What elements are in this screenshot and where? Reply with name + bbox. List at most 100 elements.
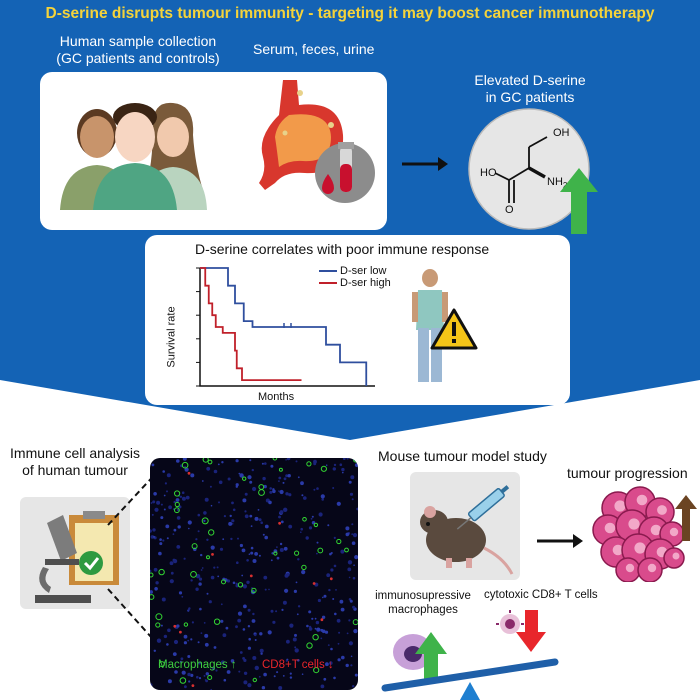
nucleus-dot bbox=[321, 629, 326, 634]
nucleus-dot bbox=[160, 624, 163, 627]
nucleus-dot bbox=[163, 508, 166, 511]
nucleus-dot bbox=[320, 494, 325, 499]
macrophage-dot bbox=[313, 522, 319, 528]
nucleus-dot bbox=[235, 483, 239, 487]
nucleus-dot bbox=[176, 516, 181, 520]
fluorescence-cells bbox=[150, 458, 358, 690]
nucleus-dot bbox=[195, 574, 201, 579]
nucleus-dot bbox=[242, 498, 247, 503]
nucleus-dot bbox=[203, 511, 207, 515]
balance-scale-icon bbox=[381, 610, 559, 700]
nucleus-dot bbox=[150, 569, 152, 573]
nucleus-dot bbox=[261, 686, 266, 690]
nucleus-dot bbox=[250, 525, 253, 527]
macrophage-dot bbox=[278, 467, 283, 472]
nucleus-dot bbox=[230, 659, 235, 663]
nucleus-dot bbox=[281, 608, 284, 611]
nucleus-dot bbox=[333, 463, 337, 467]
nucleus-dot bbox=[206, 592, 209, 595]
increase-arrow-icon bbox=[560, 168, 598, 234]
nucleus-dot bbox=[188, 527, 190, 530]
nucleus-dot bbox=[190, 473, 195, 478]
macrophage-dot bbox=[150, 572, 154, 578]
macrophages-label: Macrophages ↑ bbox=[158, 659, 237, 671]
nucleus-dot bbox=[151, 463, 155, 467]
nucleus-dot bbox=[272, 488, 275, 491]
nucleus-dot bbox=[339, 599, 344, 604]
nucleus-dot bbox=[323, 677, 327, 681]
nucleus-dot bbox=[184, 465, 186, 468]
macrophage-dot bbox=[207, 675, 213, 680]
tumour-nucleus bbox=[614, 500, 626, 512]
nucleus-dot bbox=[165, 524, 170, 529]
nucleus-dot bbox=[239, 543, 243, 548]
nucleus-dot bbox=[158, 551, 162, 556]
mouse-model-heading: Mouse tumour model study bbox=[378, 448, 547, 464]
nucleus-dot bbox=[152, 528, 156, 532]
tcell-virus-icon bbox=[496, 610, 524, 634]
nucleus-dot bbox=[271, 552, 274, 555]
macrophage-dot bbox=[190, 571, 197, 578]
nucleus-dot bbox=[254, 665, 259, 671]
macrophage-dot bbox=[150, 594, 155, 600]
nucleus-dot bbox=[259, 648, 264, 653]
nucleus-dot bbox=[311, 617, 314, 620]
nucleus-dot bbox=[248, 637, 251, 641]
cd8-dot bbox=[179, 630, 182, 634]
cd8-dot bbox=[278, 521, 281, 525]
nucleus-dot bbox=[270, 464, 274, 468]
nucleus-dot bbox=[183, 634, 188, 639]
nucleus-dot bbox=[172, 558, 176, 562]
nucleus-dot bbox=[220, 619, 224, 623]
legend-item-high: D-ser high bbox=[340, 277, 391, 289]
nucleus-dot bbox=[282, 600, 287, 605]
macrophage-dot bbox=[155, 622, 161, 628]
macrophage-dot bbox=[191, 543, 198, 550]
nucleus-dot bbox=[166, 490, 168, 493]
macrophage-balance-label: immunosupressive macrophages bbox=[375, 590, 471, 616]
nucleus-dot bbox=[247, 683, 252, 688]
nucleus-dot bbox=[282, 675, 285, 677]
nucleus-dot bbox=[330, 647, 333, 651]
nucleus-dot bbox=[352, 533, 358, 538]
nucleus-dot bbox=[335, 589, 337, 591]
nucleus-dot bbox=[163, 634, 168, 639]
nucleus-dot bbox=[247, 608, 251, 612]
nucleus-dot bbox=[254, 516, 259, 521]
nucleus-dot bbox=[258, 675, 261, 678]
nucleus-dot bbox=[196, 675, 199, 679]
nucleus-dot bbox=[257, 509, 260, 511]
nucleus-dot bbox=[174, 670, 178, 674]
nucleus-dot bbox=[232, 508, 236, 512]
nucleus-dot bbox=[263, 672, 267, 677]
nucleus-dot bbox=[354, 463, 358, 467]
macrophage-dot bbox=[183, 622, 189, 627]
macrophage-dot bbox=[252, 677, 258, 683]
nucleus-dot bbox=[351, 498, 354, 501]
tumour-nucleus bbox=[612, 544, 624, 556]
nucleus-dot bbox=[316, 487, 319, 490]
nucleus-dot bbox=[187, 520, 192, 525]
nucleus-dot bbox=[287, 474, 291, 478]
nucleus-dot bbox=[305, 536, 309, 540]
nucleus-dot bbox=[173, 500, 176, 504]
tcell-down-arrow-icon bbox=[516, 610, 546, 652]
nucleus-dot bbox=[345, 663, 349, 668]
nucleus-dot bbox=[200, 632, 203, 634]
nucleus-dot bbox=[301, 570, 306, 575]
molecule-ho-label: HO bbox=[480, 167, 497, 179]
nucleus-dot bbox=[205, 672, 209, 676]
correlation-heading: D-serine correlates with poor immune res… bbox=[195, 241, 490, 257]
nucleus-dot bbox=[231, 523, 234, 525]
nucleus-dot bbox=[338, 631, 341, 634]
nucleus-dot bbox=[150, 502, 153, 504]
nucleus-dot bbox=[342, 458, 346, 460]
nucleus-dot bbox=[166, 643, 169, 646]
sample-collection-label: Human sample collection (GC patients and… bbox=[56, 33, 220, 66]
nucleus-dot bbox=[259, 632, 263, 636]
nucleus-dot bbox=[213, 566, 216, 569]
nucleus-dot bbox=[198, 677, 202, 680]
microscope-icon bbox=[35, 511, 119, 603]
nucleus-dot bbox=[249, 480, 253, 484]
nucleus-dot bbox=[252, 656, 257, 660]
